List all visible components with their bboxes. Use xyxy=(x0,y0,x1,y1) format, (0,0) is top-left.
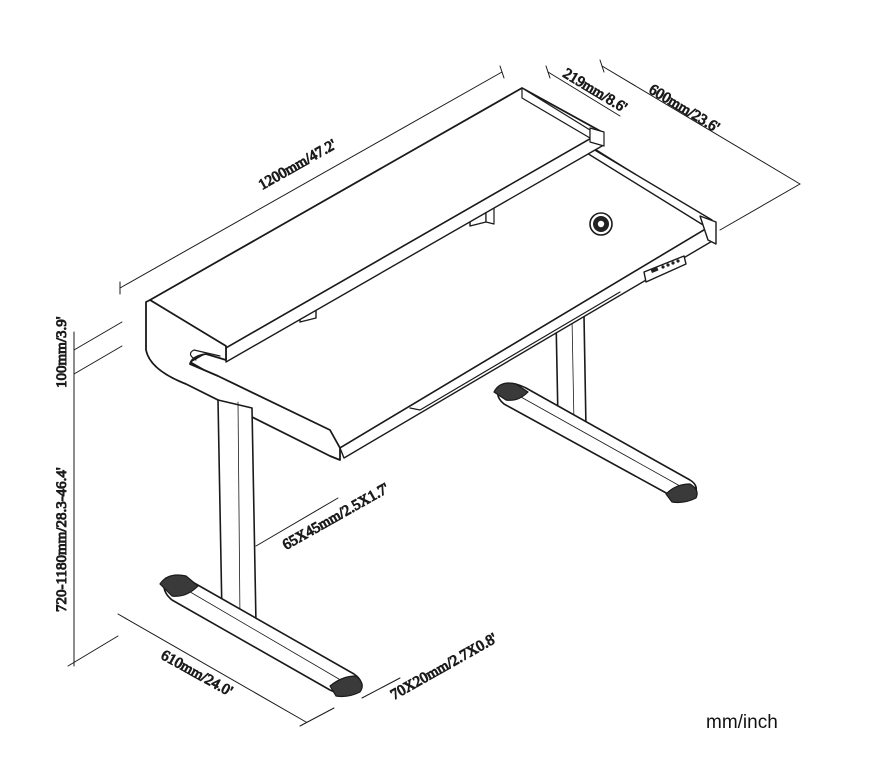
wireless-charger-icon xyxy=(589,212,613,236)
near-leg xyxy=(159,399,363,698)
shelf-height-label: 100mm/3.9' xyxy=(54,316,70,388)
foot-length-label: 610mm/24.0' xyxy=(158,648,235,700)
dimension-lines xyxy=(67,59,801,727)
width-label: 1200mm/47.2' xyxy=(256,137,339,194)
control-panel-icon xyxy=(643,255,687,283)
shelf-depth-label: 219mm/8.6' xyxy=(560,66,630,117)
depth-label: 600mm/23.6' xyxy=(646,82,722,137)
foot-size-label: 70X20mm/2.7X0.8' xyxy=(388,631,500,704)
monitor-shelf xyxy=(145,87,605,461)
unit-label: mm/inch xyxy=(706,712,778,733)
far-leg xyxy=(493,315,698,504)
height-range-label: 720-1180mm/28.3-46.4' xyxy=(54,467,70,612)
column-size-label: 65X45mm/2.5X1.7' xyxy=(280,481,392,554)
